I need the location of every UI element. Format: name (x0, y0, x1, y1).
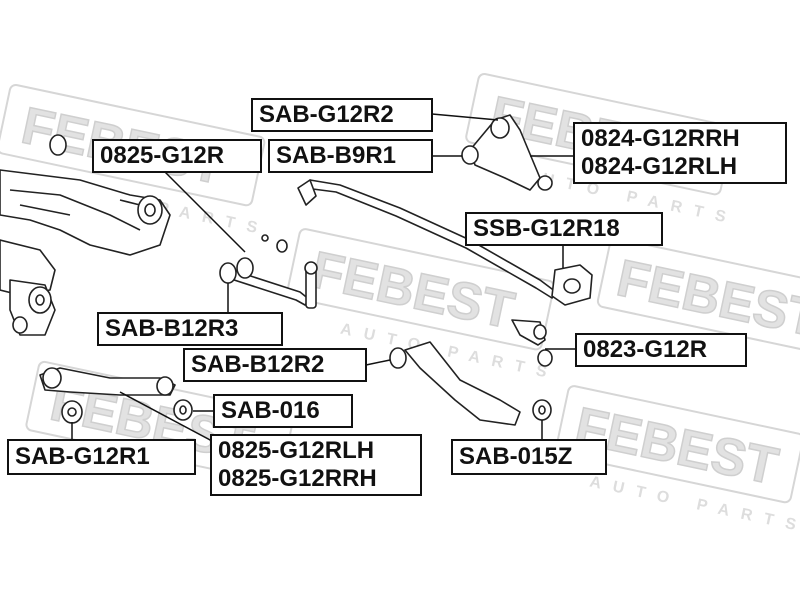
label-0825-rlh-rrh: 0825-G12RLH 0825-G12RRH (210, 434, 422, 496)
subframe-brace (9, 189, 141, 231)
label-0824-group: 0824-G12RRH 0824-G12RLH (573, 122, 787, 184)
label-text-0824-g12rrh: 0824-G12RRH (581, 125, 740, 152)
lower-knuckle-bushing (12, 316, 28, 334)
leader-lines (71, 113, 575, 442)
subframe-mount-bushing-inner (144, 203, 156, 217)
label-text: SAB-B12R2 (191, 351, 325, 378)
label-text-0825-g12rrh: 0825-G12RRH (218, 465, 377, 492)
label-text: SAB-016 (221, 397, 320, 424)
label-sab-b12r3: SAB-B12R3 (97, 312, 283, 346)
label-sab-b12r2: SAB-B12R2 (183, 348, 367, 382)
label-text: SSB-G12R18 (473, 215, 620, 242)
watermark-frame (286, 228, 555, 351)
trailing-arm-rear-bushing (156, 376, 174, 396)
bushing-sab-015z-inner (538, 405, 546, 415)
stabilizer-bar (304, 179, 557, 299)
lower-control-arm (404, 341, 521, 426)
label-text: SAB-015Z (459, 443, 573, 470)
top-mount-bushing (49, 134, 67, 156)
label-sab-g12r2: SAB-G12R2 (251, 98, 433, 132)
label-text: SAB-G12R2 (259, 101, 394, 128)
label-text: SAB-B12R3 (105, 315, 239, 342)
leader-0825-g12rlh (119, 391, 213, 442)
toe-link-nut (261, 234, 269, 242)
leader-sab-g12r2 (431, 113, 499, 121)
leader-sab-b12r2 (365, 359, 391, 366)
toe-link-washer (276, 239, 288, 253)
label-text-0824-g12rlh: 0824-G12RLH (581, 153, 738, 180)
label-sab-016: SAB-016 (213, 394, 353, 428)
bushing-sab-016-inner (179, 405, 187, 415)
upper-arm-ball-joint (537, 175, 553, 191)
lower-link-bushing-2 (537, 349, 553, 367)
watermark-frame (596, 237, 800, 354)
suspension-drawing (0, 114, 593, 426)
label-text-0825-g12rlh: 0825-G12RLH (218, 437, 375, 464)
lower-link-bushing (533, 324, 547, 340)
bushing-sab-b12r3 (219, 262, 237, 284)
label-text: 0825-G12R (100, 142, 225, 169)
label-text: SAB-B9R1 (276, 142, 397, 169)
toe-link-bushing (236, 257, 254, 279)
bushing-sab-g12r1-inner (67, 407, 77, 417)
label-text: 0823-G12R (583, 336, 708, 363)
label-sab-015z: SAB-015Z (451, 439, 607, 475)
knuckle-bushing-inner (35, 294, 45, 306)
label-ssb-g12r18: SSB-G12R18 (465, 212, 663, 246)
label-sab-g12r1: SAB-G12R1 (7, 439, 196, 475)
stabilizer-link-bushing (304, 261, 318, 275)
bushing-sab-b12r2 (389, 347, 407, 369)
stabilizer-end (297, 179, 317, 206)
label-text: SAB-G12R1 (15, 443, 150, 470)
trailing-arm-front-bushing (42, 367, 62, 389)
label-0823-g12r: 0823-G12R (575, 333, 747, 367)
stabilizer-bushing-hole (563, 278, 581, 294)
bushing-sab-b9r1 (461, 145, 479, 165)
bushing-sab-g12r2 (490, 117, 510, 139)
leader-0825-g12r (164, 171, 246, 253)
rear-subframe (0, 169, 171, 256)
label-sab-b9r1: SAB-B9R1 (268, 139, 433, 173)
watermark-frame (555, 385, 800, 504)
label-0825-g12r: 0825-G12R (92, 139, 262, 173)
